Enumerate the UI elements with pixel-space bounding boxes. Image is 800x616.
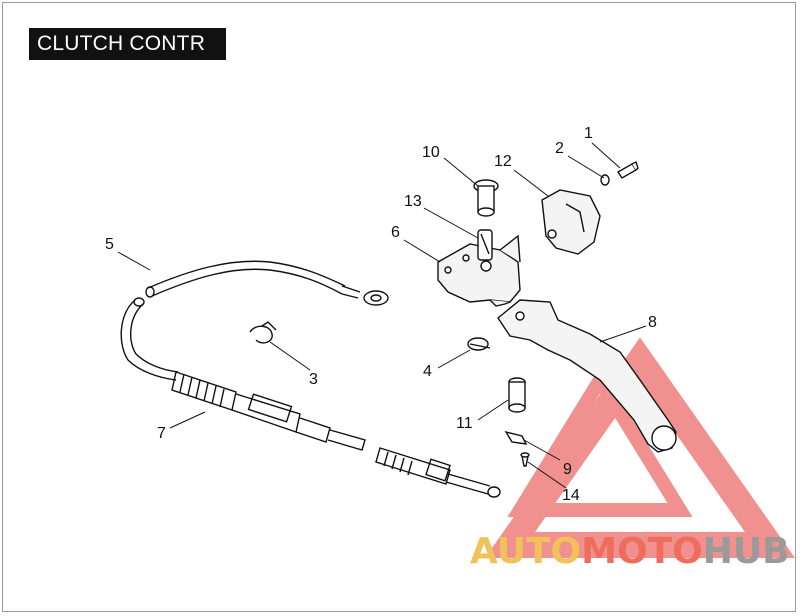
part-5-cable (145, 260, 389, 306)
part-4-clip (467, 337, 491, 351)
watermark-part-2: MOTO (581, 531, 703, 572)
callout-3: 3 (309, 371, 318, 388)
callout-14: 14 (562, 487, 580, 504)
callout-12: 12 (494, 153, 512, 170)
part-7-cable (120, 297, 501, 498)
watermark-part-3: HUB (702, 531, 790, 572)
part-1-screw (617, 161, 639, 179)
part-14-screw (520, 452, 530, 467)
callout-2: 2 (555, 140, 564, 157)
callout-5: 5 (105, 236, 114, 253)
watermark-logo (484, 337, 796, 558)
part-12-clamp (541, 189, 601, 255)
callout-8: 8 (648, 314, 657, 331)
part-9-clip (504, 430, 528, 445)
callout-6: 6 (391, 224, 400, 241)
watermark-wordmark: AUTOMOTOHUB (470, 530, 800, 574)
part-13-pin (477, 229, 493, 261)
part-3-clip (249, 321, 277, 344)
page-title: CLUTCH CONTR (29, 28, 226, 60)
callout-1: 1 (584, 125, 593, 142)
part-8-lever (497, 299, 677, 453)
callout-7: 7 (157, 425, 166, 442)
part-10-bushing (473, 179, 499, 217)
callout-9: 9 (563, 461, 572, 478)
leader-lines (117, 142, 647, 489)
callout-10: 10 (422, 144, 440, 161)
callout-11: 11 (456, 415, 473, 432)
part-11-spacer (508, 377, 526, 413)
callout-4: 4 (423, 363, 432, 380)
callout-13: 13 (404, 193, 422, 210)
watermark-part-1: AUTO (470, 531, 582, 572)
